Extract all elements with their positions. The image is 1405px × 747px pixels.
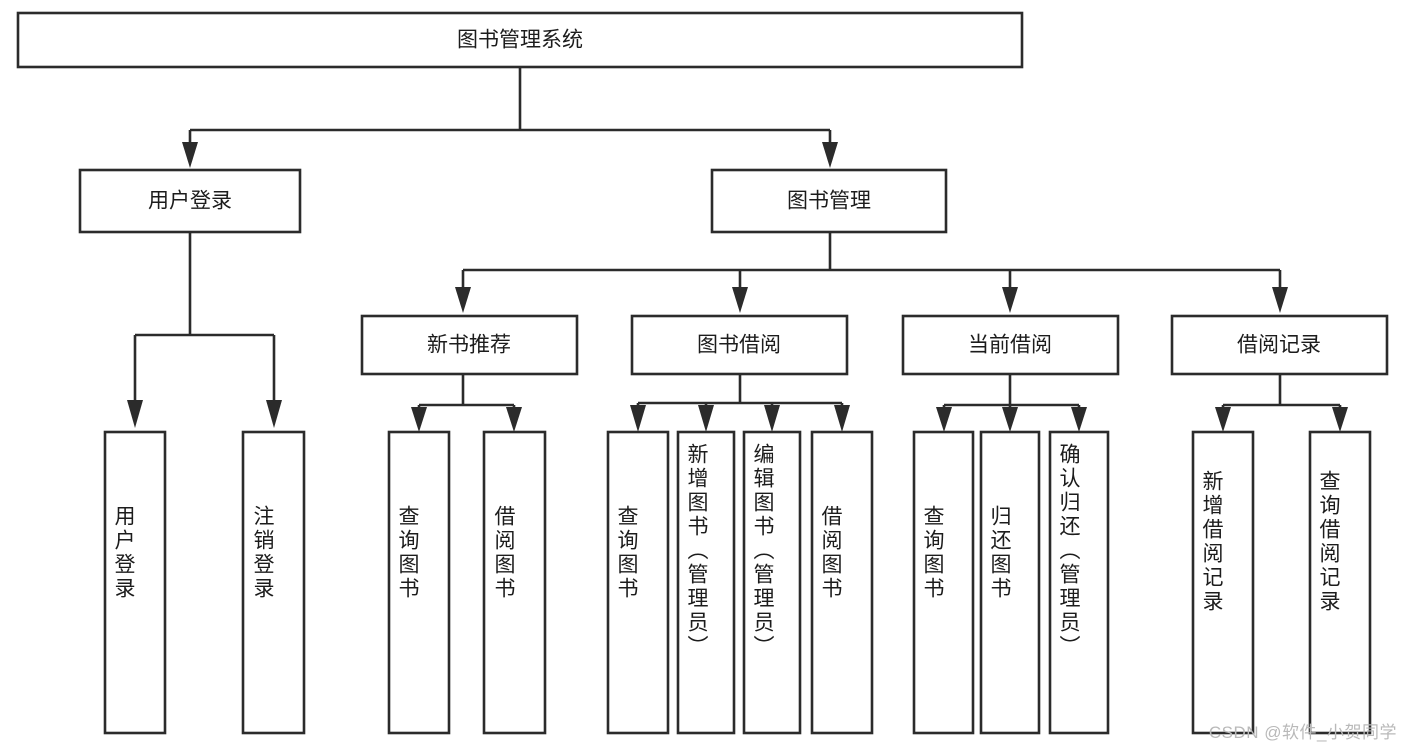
connector-group-book-borrow <box>630 374 850 432</box>
arrow-head-icon <box>834 405 850 432</box>
arrow-head-icon <box>182 142 198 168</box>
node-borrow-record[interactable]: 借阅记录 <box>1170 314 1389 376</box>
node-leaf-query-book-2-box[interactable] <box>606 430 670 735</box>
node-book-borrow-box[interactable] <box>630 314 849 376</box>
arrow-head-icon <box>630 405 646 432</box>
node-new-book-recommend[interactable]: 新书推荐 <box>360 314 579 376</box>
node-book-manage[interactable]: 图书管理 <box>710 168 948 234</box>
node-new-book-recommend-box[interactable] <box>360 314 579 376</box>
node-current-borrow-label: 当前借阅 <box>968 334 1052 357</box>
node-leaf-user-login-box[interactable] <box>103 430 167 735</box>
node-current-borrow-box[interactable] <box>901 314 1120 376</box>
node-book-borrow-label: 图书借阅 <box>697 334 781 357</box>
arrow-head-icon <box>1272 287 1288 313</box>
arrow-head-icon <box>1002 287 1018 313</box>
arrow-head-icon <box>732 287 748 313</box>
node-leaf-add-record-box[interactable] <box>1191 430 1255 735</box>
connector-group-user-login <box>127 232 282 428</box>
node-book-borrow[interactable]: 图书借阅 <box>630 314 849 376</box>
node-leaf-logout-login-box[interactable] <box>241 430 306 735</box>
node-root-label: 图书管理系统 <box>457 29 583 52</box>
node-leaf-return-book-box[interactable] <box>979 430 1041 735</box>
arrow-head-icon <box>1215 407 1231 432</box>
connector-group-borrow-record <box>1215 374 1348 432</box>
arrow-head-icon <box>1071 407 1087 432</box>
node-current-borrow[interactable]: 当前借阅 <box>901 314 1120 376</box>
node-borrow-record-box[interactable] <box>1170 314 1389 376</box>
connector-group-root <box>182 67 838 168</box>
node-book-manage-box[interactable] <box>710 168 948 234</box>
arrow-head-icon <box>822 142 838 168</box>
node-user-login-label: 用户登录 <box>148 190 232 213</box>
connector-group-book-manage <box>455 232 1288 313</box>
arrow-head-icon <box>455 287 471 313</box>
node-leaf-edit-book-box[interactable] <box>742 430 802 735</box>
node-leaf-query-book-3-box[interactable] <box>912 430 975 735</box>
arrow-head-icon <box>936 407 952 432</box>
node-leaf-query-record-box[interactable] <box>1308 430 1372 735</box>
connector-group-new-book-recommend <box>411 374 522 432</box>
arrow-head-icon <box>411 407 427 432</box>
arrow-head-icon <box>506 407 522 432</box>
node-leaf-borrow-book-2-box[interactable] <box>810 430 874 735</box>
arrow-head-icon <box>764 405 780 432</box>
connector-group-current-borrow <box>936 374 1087 432</box>
arrow-head-icon <box>127 400 143 428</box>
node-leaf-query-book-1-box[interactable] <box>387 430 451 735</box>
watermark-text: CSDN @软件_小贺同学 <box>1208 723 1397 742</box>
node-root-box[interactable] <box>16 11 1024 69</box>
arrow-head-icon <box>1002 407 1018 432</box>
node-user-login[interactable]: 用户登录 <box>78 168 302 234</box>
node-book-manage-label: 图书管理 <box>787 190 871 213</box>
node-new-book-recommend-label: 新书推荐 <box>427 334 511 357</box>
node-root[interactable]: 图书管理系统 <box>16 11 1024 69</box>
node-leaf-add-book-box[interactable] <box>676 430 736 735</box>
node-user-login-box[interactable] <box>78 168 302 234</box>
arrow-head-icon <box>698 405 714 432</box>
node-borrow-record-label: 借阅记录 <box>1237 334 1321 357</box>
node-leaf-borrow-book-1-box[interactable] <box>482 430 547 735</box>
arrow-head-icon <box>1332 407 1348 432</box>
node-leaf-confirm-return-box[interactable] <box>1048 430 1110 735</box>
arrow-head-icon <box>266 400 282 428</box>
